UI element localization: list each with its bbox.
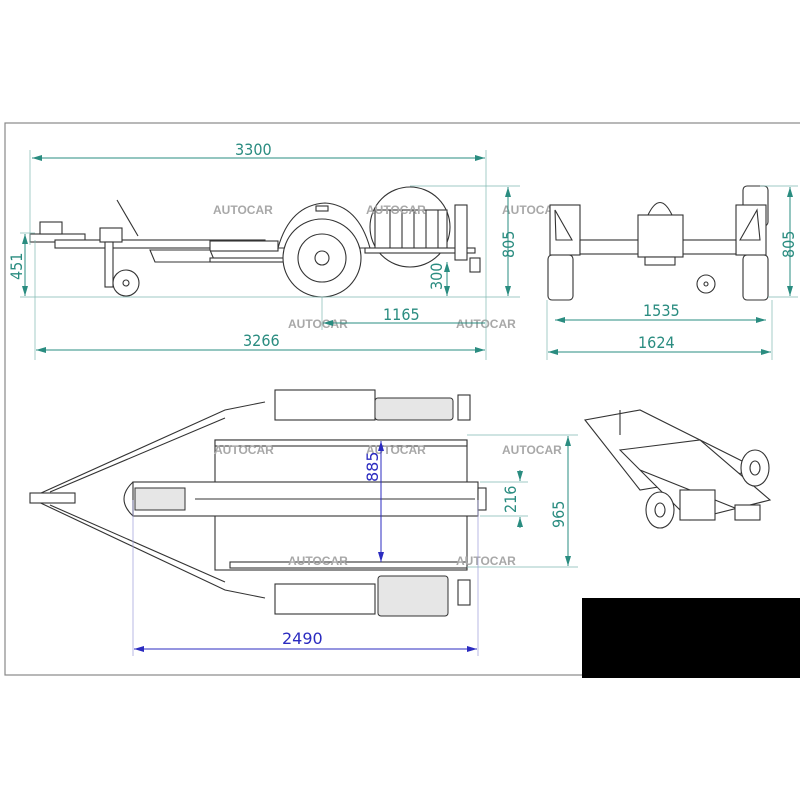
dimension-rear-height: 805 [760, 185, 798, 298]
dimension-inner-width: 885 [363, 441, 384, 562]
dimension-label: 1535 [643, 301, 680, 320]
dimension-label: 1624 [638, 333, 675, 352]
dimension-label: 2490 [282, 629, 323, 648]
top-view-trailer [29, 389, 487, 617]
dimension-deck-width: 965 [467, 434, 578, 568]
dimension-side-height: 805 [410, 185, 520, 296]
dimension-deck-length: 2490 [132, 500, 479, 656]
watermark: AUTOCAR [213, 203, 273, 217]
dimension-label: 3300 [235, 140, 272, 159]
side-view-trailer [29, 186, 481, 298]
dimension-label: 300 [427, 263, 446, 290]
drawing-frame [4, 122, 800, 676]
dimension-body-length: 3266 [34, 240, 485, 360]
watermark: AUTOCAR [502, 443, 562, 457]
dimension-label: 805 [779, 231, 798, 258]
dimension-label: 1165 [383, 305, 420, 324]
dimension-label: 216 [501, 486, 520, 513]
rear-view-trailer [547, 185, 769, 301]
black-block [582, 598, 800, 678]
dimension-axle-to-rear: 1165 [321, 297, 485, 330]
watermark: AUTOCAR [456, 554, 516, 568]
dimension-overall-length: 3300 [29, 140, 487, 360]
dimension-track-width: 1535 [555, 301, 766, 323]
dimension-label: 451 [7, 253, 26, 280]
watermark: AUTOCAR [502, 203, 562, 217]
isometric-view-trailer [584, 409, 772, 529]
watermark: AUTOCAR [366, 203, 426, 217]
watermark: AUTOCAR [288, 554, 348, 568]
dimension-label: 3266 [243, 331, 280, 350]
dimension-drawbar-height: 451 [7, 232, 35, 296]
dimension-label: 885 [363, 451, 382, 482]
watermark: AUTOCAR [288, 317, 348, 331]
dimension-deck-height: 300 [427, 262, 450, 296]
dimension-label: 965 [549, 501, 568, 528]
watermark: AUTOCAR [214, 443, 274, 457]
dimension-rail-width: 216 [480, 470, 528, 528]
dimension-label: 805 [499, 231, 518, 258]
dimension-overall-width: 1624 [546, 300, 773, 360]
